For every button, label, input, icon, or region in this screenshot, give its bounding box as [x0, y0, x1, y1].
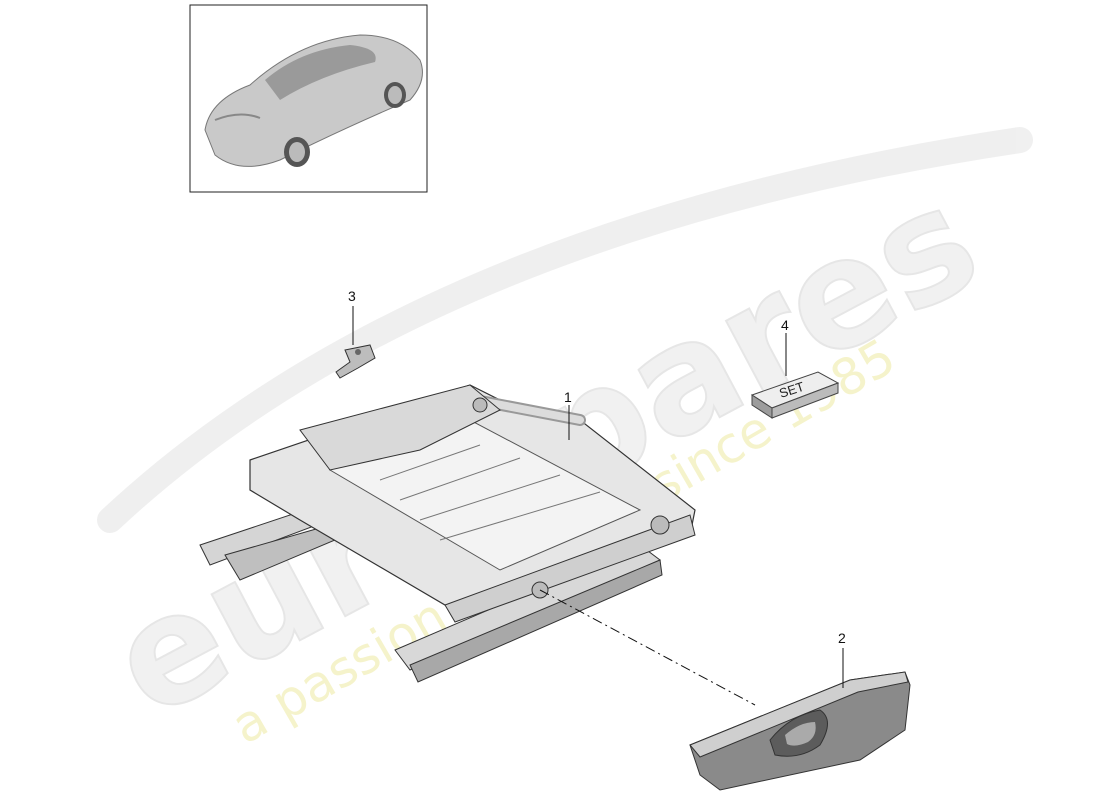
set-label: SET [777, 379, 806, 401]
vehicle-thumbnail [189, 4, 428, 193]
callout-4: 4 [781, 317, 789, 333]
dash-dot-axis [539, 589, 756, 706]
car-icon [204, 34, 423, 167]
callout-3: 3 [348, 288, 356, 304]
set-box: SET [750, 371, 840, 419]
leader-lines [352, 306, 844, 706]
callout-2: 2 [838, 630, 846, 646]
seat-frame [199, 384, 696, 683]
bracket [335, 344, 376, 379]
callout-1: 1 [564, 389, 572, 405]
trim-cover [689, 671, 911, 791]
